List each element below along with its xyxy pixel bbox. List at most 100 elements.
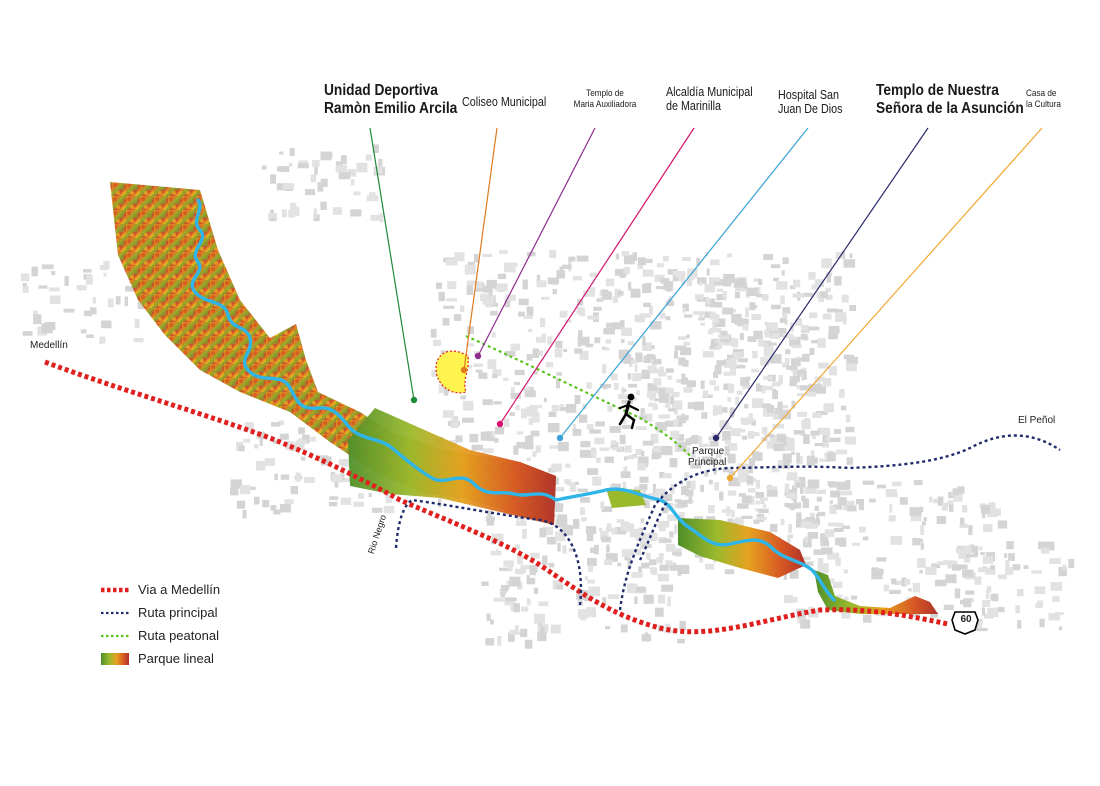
urban-block xyxy=(285,441,294,451)
urban-block xyxy=(649,305,653,315)
urban-block xyxy=(985,567,996,575)
urban-block xyxy=(744,404,749,409)
urban-block xyxy=(959,523,968,528)
urban-block xyxy=(620,624,628,633)
urban-block xyxy=(491,437,497,442)
urban-block xyxy=(579,350,589,360)
urban-block xyxy=(592,476,602,486)
urban-block xyxy=(547,336,553,345)
urban-block xyxy=(727,253,733,258)
urban-block xyxy=(680,347,692,356)
urban-block xyxy=(647,383,658,391)
urban-block xyxy=(599,447,610,451)
urban-block xyxy=(742,323,749,331)
urban-block xyxy=(684,415,689,421)
urban-block xyxy=(84,310,92,317)
place-line: Parque xyxy=(692,446,725,457)
urban-block xyxy=(841,294,849,303)
urban-block xyxy=(1004,553,1008,558)
urban-block xyxy=(658,594,666,604)
urban-block xyxy=(891,578,897,585)
urban-block xyxy=(685,438,691,446)
urban-block xyxy=(20,273,30,282)
urban-block xyxy=(279,166,290,173)
label-line: Templo de xyxy=(586,88,624,99)
urban-block xyxy=(637,456,649,466)
urban-block xyxy=(555,531,566,542)
urban-block xyxy=(829,506,837,514)
urban-block xyxy=(933,498,938,504)
urban-block xyxy=(657,573,669,582)
urban-block xyxy=(686,334,690,339)
urban-block xyxy=(677,565,682,576)
urban-block xyxy=(643,302,652,307)
urban-block xyxy=(99,265,108,271)
urban-block xyxy=(845,426,855,433)
urban-block xyxy=(503,377,509,381)
urban-block xyxy=(494,287,501,291)
urban-block xyxy=(482,399,493,406)
urban-block xyxy=(791,400,796,409)
urban-block xyxy=(767,433,774,438)
urban-block xyxy=(691,451,696,458)
urban-block xyxy=(526,306,534,316)
urban-block xyxy=(606,327,615,335)
urban-block xyxy=(628,455,636,459)
urban-block xyxy=(64,276,69,286)
urban-block xyxy=(503,560,514,567)
urban-block xyxy=(963,598,972,608)
urban-block xyxy=(682,308,686,313)
urban-block xyxy=(671,400,683,410)
urban-block xyxy=(700,484,704,493)
urban-block xyxy=(556,270,565,279)
urban-block xyxy=(835,537,846,546)
urban-block xyxy=(793,430,806,435)
urban-block xyxy=(646,353,655,360)
urban-block xyxy=(580,497,591,503)
urban-block xyxy=(772,388,777,396)
urban-block xyxy=(504,297,511,308)
urban-block xyxy=(716,451,722,459)
urban-block xyxy=(617,562,622,567)
urban-block xyxy=(378,158,383,168)
urban-block xyxy=(552,289,557,295)
urban-block xyxy=(730,477,741,487)
urban-block xyxy=(740,377,750,386)
urban-block xyxy=(63,308,75,313)
urban-block xyxy=(747,431,755,439)
urban-block xyxy=(980,552,985,556)
urban-block xyxy=(804,536,809,543)
urban-block xyxy=(679,620,686,631)
urban-block xyxy=(269,209,274,216)
urban-block xyxy=(536,336,546,343)
urban-block xyxy=(573,518,580,529)
urban-block xyxy=(537,632,547,642)
urban-block xyxy=(99,336,106,344)
urban-block xyxy=(962,545,972,552)
urban-block xyxy=(473,363,484,367)
urban-block xyxy=(684,472,690,478)
urban-block xyxy=(691,435,699,442)
urban-block xyxy=(736,429,746,433)
urban-block xyxy=(762,403,771,408)
urban-block xyxy=(541,333,547,338)
urban-block xyxy=(623,267,630,275)
urban-block xyxy=(714,365,722,375)
urban-block xyxy=(785,349,791,355)
urban-block xyxy=(698,281,703,286)
urban-block xyxy=(632,373,642,382)
urban-block xyxy=(594,337,601,344)
urban-block xyxy=(506,580,510,590)
urban-block xyxy=(846,457,854,465)
urban-block xyxy=(562,525,573,535)
urban-block xyxy=(698,443,709,447)
urban-block xyxy=(289,162,293,167)
urban-block xyxy=(584,591,592,602)
label-line: Coliseo Municipal xyxy=(462,95,547,109)
urban-block xyxy=(516,442,526,449)
urban-block xyxy=(817,338,826,348)
urban-block xyxy=(31,266,38,277)
urban-block xyxy=(504,262,516,273)
urban-block xyxy=(636,390,640,395)
urban-block xyxy=(632,252,637,262)
